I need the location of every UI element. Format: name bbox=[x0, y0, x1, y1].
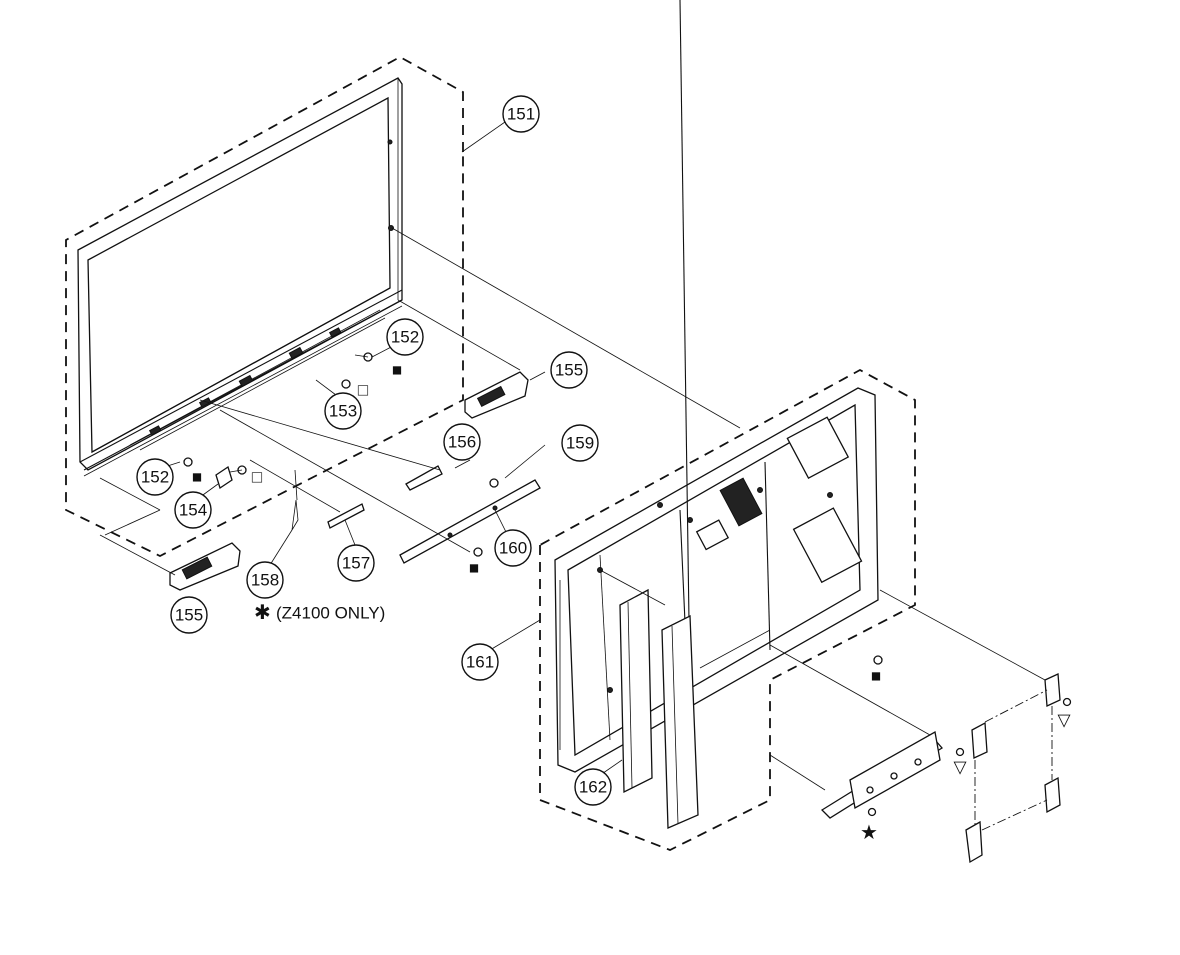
stand-clip-upper-right bbox=[1044, 673, 1072, 707]
callout-153: 153 bbox=[324, 392, 362, 430]
filled-square-symbol: ■ bbox=[871, 667, 881, 686]
svg-text:162: 162 bbox=[579, 778, 607, 797]
callout-152-right: 152 bbox=[386, 318, 424, 356]
open-square-symbol: □ bbox=[252, 468, 262, 487]
svg-text:158: 158 bbox=[251, 571, 279, 590]
bar-157 bbox=[327, 503, 365, 529]
stand-bracket-center bbox=[820, 730, 943, 819]
callout-151: 151 bbox=[502, 95, 540, 133]
open-square-symbol: □ bbox=[358, 381, 368, 400]
svg-text:152: 152 bbox=[391, 328, 419, 347]
svg-text:151: 151 bbox=[507, 105, 535, 124]
svg-text:161: 161 bbox=[466, 653, 494, 672]
screw-cabinet bbox=[873, 655, 883, 665]
stand-clip-upper-left bbox=[955, 721, 988, 759]
star-symbol: ★ bbox=[860, 822, 878, 844]
callout-152-left: 152 bbox=[136, 458, 174, 496]
bracket-160 bbox=[399, 479, 541, 564]
callout-159: 159 bbox=[561, 424, 599, 462]
callout-157: 157 bbox=[337, 544, 375, 582]
model-note: (Z4100 ONLY) bbox=[276, 604, 385, 623]
callout-155-left: 155 bbox=[170, 596, 208, 634]
speaker-left bbox=[169, 542, 241, 591]
speaker-right bbox=[464, 371, 529, 419]
callout-161: 161 bbox=[461, 643, 499, 681]
leader-lines bbox=[99, 121, 1053, 831]
callout-155-right: 155 bbox=[550, 351, 588, 389]
bracket-156 bbox=[405, 465, 443, 491]
callout-154: 154 bbox=[174, 491, 212, 529]
svg-text:154: 154 bbox=[179, 501, 207, 520]
front-assembly-boundary bbox=[65, 55, 464, 558]
svg-text:156: 156 bbox=[448, 433, 476, 452]
side-terminal-board bbox=[619, 588, 653, 794]
callout-158: 158 bbox=[246, 561, 284, 599]
front-bezel bbox=[77, 77, 403, 477]
filled-square-symbol: ■ bbox=[192, 468, 202, 487]
stand-clip-lower-left bbox=[965, 820, 983, 864]
callout-160: 160 bbox=[494, 529, 532, 567]
open-triangle-symbol: ▽ bbox=[1057, 711, 1071, 730]
callout-162: 162 bbox=[574, 768, 612, 806]
svg-text:155: 155 bbox=[175, 606, 203, 625]
svg-text:157: 157 bbox=[342, 554, 370, 573]
screw-153 bbox=[341, 379, 351, 389]
svg-text:152: 152 bbox=[141, 468, 169, 487]
screw-159 bbox=[489, 478, 499, 488]
bracket-154 bbox=[215, 465, 233, 490]
svg-text:153: 153 bbox=[329, 402, 357, 421]
side-bracket bbox=[661, 614, 699, 829]
filled-square-symbol: ■ bbox=[392, 361, 402, 380]
screw-160 bbox=[473, 547, 483, 557]
svg-text:160: 160 bbox=[499, 539, 527, 558]
stand-clip-lower-right bbox=[1044, 776, 1061, 814]
callout-156: 156 bbox=[443, 423, 481, 461]
screw-152-left bbox=[183, 457, 193, 467]
screw-stand bbox=[867, 807, 877, 817]
asterisk-symbol: ✱ bbox=[254, 602, 271, 624]
filled-square-symbol: ■ bbox=[469, 559, 479, 578]
svg-text:155: 155 bbox=[555, 361, 583, 380]
wire-158 bbox=[291, 499, 299, 531]
open-triangle-symbol: ▽ bbox=[953, 758, 967, 777]
svg-text:159: 159 bbox=[566, 434, 594, 453]
